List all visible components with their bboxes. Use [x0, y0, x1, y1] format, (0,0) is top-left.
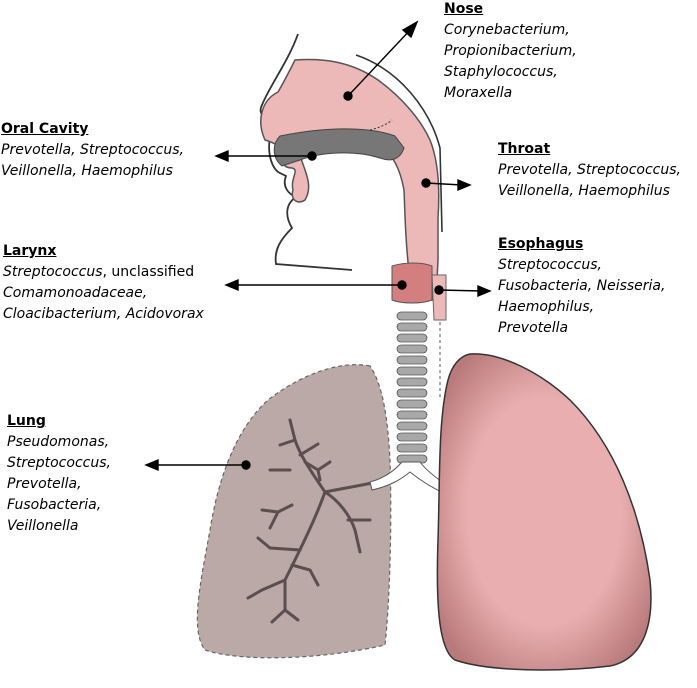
esophagus-line: Streptococcus,	[498, 255, 665, 276]
label-lung: Lung Pseudomonas, Streptococcus, Prevotell…	[7, 411, 111, 537]
genus-name: Corynebacterium,	[444, 22, 570, 38]
genus-name: Prevotella,	[7, 476, 82, 492]
oral-cavity-bacteria: Prevotella, Streptococcus, Veillonella, H…	[1, 140, 184, 182]
trachea-ring	[396, 410, 428, 420]
genus-name: Comamonoadaceae,	[3, 285, 148, 301]
throat-title: Throat	[498, 141, 551, 157]
trachea-ring	[396, 366, 428, 376]
pointer-arrows	[144, 20, 492, 472]
esophagus-title: Esophagus	[498, 236, 584, 252]
nose-line: Corynebacterium,	[444, 20, 577, 41]
trachea-ring	[396, 399, 428, 409]
genus-name: Propionibacterium,	[444, 43, 577, 59]
right-lung	[436, 353, 652, 671]
genus-name: Staphylococcus,	[444, 64, 558, 80]
genus-name: Veillonella, Haemophilus	[1, 163, 173, 179]
head-back-outline	[355, 54, 443, 233]
genus-name: Cloacibacterium, Acidovorax	[3, 306, 204, 322]
nose-line: Moraxella	[444, 83, 577, 104]
palate-dotted-line	[369, 119, 393, 131]
esophagus-line: Fusobacteria, Neisseria,	[498, 276, 665, 297]
trachea-ring	[396, 344, 428, 354]
trachea-ring	[396, 388, 428, 398]
bronchial-tree	[246, 418, 397, 624]
genus-name: Fusobacteria,	[7, 497, 102, 513]
lung-line: Veillonella	[7, 516, 111, 537]
genus-name: Veillonella	[7, 518, 79, 534]
trachea-ring	[396, 311, 428, 321]
trachea-ring	[396, 432, 428, 442]
oral-cavity-title: Oral Cavity	[1, 121, 89, 137]
larynx-line: Cloacibacterium, Acidovorax	[3, 304, 204, 325]
lung-line: Prevotella,	[7, 474, 111, 495]
label-nose: Nose Corynebacterium, Propionibacterium, S…	[444, 0, 577, 104]
lung-line: Streptococcus,	[7, 453, 111, 474]
genus-name: Prevotella, Streptococcus,	[498, 162, 681, 178]
esophagus-line: Prevotella	[498, 318, 665, 339]
esophagus-line: Haemophilus,	[498, 297, 665, 318]
lung-line: Fusobacteria,	[7, 495, 111, 516]
label-oral-cavity: Oral Cavity Prevotella, Streptococcus, Ve…	[1, 119, 184, 182]
genus-name: Pseudomonas,	[7, 434, 110, 450]
genus-name: Fusobacteria, Neisseria,	[498, 278, 666, 294]
trachea-ring	[396, 355, 428, 365]
nose-line: Propionibacterium,	[444, 41, 577, 62]
lung-title: Lung	[7, 413, 46, 429]
genus-name: Streptococcus	[3, 264, 103, 280]
esophagus-tube	[431, 274, 447, 321]
genus-name: Prevotella	[498, 320, 569, 336]
genus-name: Streptococcus,	[498, 257, 602, 273]
throat-bacteria: Prevotella, Streptococcus, Veillonella, H…	[498, 160, 681, 202]
esophagus-bacteria: Streptococcus, Fusobacteria, Neisseria, Ha…	[498, 255, 665, 339]
larynx-line: Streptococcus, unclassified	[3, 262, 204, 283]
genus-name: Veillonella, Haemophilus	[498, 183, 670, 199]
trachea	[396, 311, 428, 464]
throat-line: Prevotella, Streptococcus,	[498, 160, 681, 181]
larynx-line: Comamonoadaceae,	[3, 283, 204, 304]
lung-bacteria: Pseudomonas, Streptococcus, Prevotella, Fus…	[7, 432, 111, 537]
larynx-title: Larynx	[3, 243, 57, 259]
palate-band	[273, 128, 405, 167]
trachea-ring	[396, 377, 428, 387]
larynx-shape	[391, 262, 433, 304]
genus-name: Streptococcus,	[7, 455, 111, 471]
nose-line: Staphylococcus,	[444, 62, 577, 83]
label-throat: Throat Prevotella, Streptococcus, Veillon…	[498, 139, 681, 202]
trachea-ring	[396, 333, 428, 343]
trachea-ring	[396, 421, 428, 431]
nose-bacteria: Corynebacterium, Propionibacterium, Staphy…	[444, 20, 577, 104]
trachea-ring	[396, 322, 428, 332]
label-esophagus: Esophagus Streptococcus, Fusobacteria, Ne…	[498, 234, 665, 339]
lung-line: Pseudomonas,	[7, 432, 111, 453]
genus-name: Prevotella, Streptococcus,	[1, 142, 184, 158]
oral-cavity-line: Prevotella, Streptococcus,	[1, 140, 184, 161]
face-profile	[259, 33, 353, 271]
throat-line: Veillonella, Haemophilus	[498, 181, 681, 202]
descriptor-text: , unclassified	[102, 264, 195, 280]
left-lung	[196, 364, 392, 659]
genus-name: Moraxella	[444, 85, 513, 101]
oral-cavity-line: Veillonella, Haemophilus	[1, 161, 184, 182]
genus-name: Haemophilus,	[498, 299, 595, 315]
nose-title: Nose	[444, 1, 484, 17]
trachea-ring	[396, 443, 428, 453]
